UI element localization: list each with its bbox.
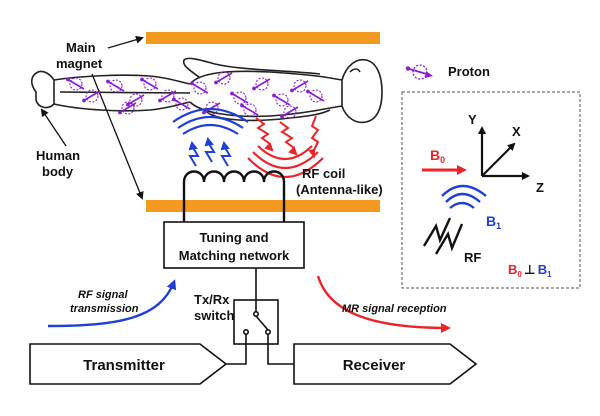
proton-glyph xyxy=(126,93,145,107)
proton-glyph xyxy=(240,103,259,117)
rf-transmit-zigzags xyxy=(188,136,232,167)
main-magnet-pointer-top xyxy=(107,35,144,49)
human-body-pointer xyxy=(40,108,67,147)
mr-reception-arrow xyxy=(316,275,451,333)
tuning-matching-box xyxy=(163,221,305,269)
receiver-block xyxy=(293,343,478,385)
proton-glyph xyxy=(82,89,101,103)
proton-glyph xyxy=(272,93,291,107)
rf-transmission-label-line1: RF signal xyxy=(78,289,128,301)
axis-x-label: X xyxy=(512,124,521,139)
main-magnet-pointer-bottom xyxy=(91,73,144,200)
tuning-label-line1: Tuning and xyxy=(199,230,268,245)
proton-glyph xyxy=(306,89,325,103)
tuning-label-line2: Matching network xyxy=(179,248,290,263)
switch-to-transmitter-line xyxy=(226,344,247,365)
txrx-switch-symbol xyxy=(243,300,271,344)
switch-to-receiver-line xyxy=(267,344,294,365)
inset-box xyxy=(401,91,581,289)
main-magnet-bottom xyxy=(146,200,380,212)
human-body-label-line2: body xyxy=(42,164,74,179)
txrx-label-line1: Tx/Rx xyxy=(194,292,230,307)
proton-glyph xyxy=(214,71,233,85)
rf-coil xyxy=(182,170,286,222)
rf-inset-label: RF xyxy=(464,250,481,265)
proton-glyph xyxy=(140,77,159,91)
rf-inset-zigzag xyxy=(422,217,464,255)
transmitter-label: Transmitter xyxy=(83,357,165,374)
rf-reception-waves xyxy=(247,145,324,179)
proton-glyph xyxy=(280,105,299,119)
proton-glyph xyxy=(290,79,309,93)
proton-legend-label: Proton xyxy=(448,64,490,79)
rf-coil-label-line2: (Antenna-like) xyxy=(296,182,383,197)
b1-waves xyxy=(441,184,487,209)
proton-glyph xyxy=(118,101,137,115)
main-magnet-label-line2: magnet xyxy=(56,56,103,71)
receiver-label: Receiver xyxy=(343,357,406,374)
proton-legend xyxy=(405,64,433,80)
rf-transmission-label-line2: transmission xyxy=(70,303,139,315)
axis-y-label: Y xyxy=(468,112,477,127)
rf-reception-zigzags xyxy=(255,115,320,159)
perpendicular-relation: B0⊥B1 xyxy=(508,262,552,279)
axis-z-label: Z xyxy=(536,180,544,195)
mr-reception-label: MR signal reception xyxy=(342,303,447,315)
rf-transmit-waves xyxy=(172,107,249,135)
human-body-label-line1: Human xyxy=(36,148,80,163)
main-magnet-top xyxy=(146,32,380,44)
protons xyxy=(66,71,325,119)
proton-glyph xyxy=(158,89,177,103)
txrx-label-line2: switch xyxy=(194,308,235,323)
rf-coil-label-line1: RF coil xyxy=(302,166,345,181)
b1-label: B1 xyxy=(486,213,501,231)
rf-transmission-arrow xyxy=(47,279,177,328)
inset-axes xyxy=(478,126,530,180)
proton-glyph xyxy=(172,97,191,111)
transmitter-block xyxy=(29,343,228,385)
proton-glyph xyxy=(66,77,85,91)
proton-glyph xyxy=(106,79,125,93)
proton-glyph xyxy=(252,77,271,91)
proton-glyph xyxy=(190,81,209,95)
b0-label: B0 xyxy=(430,147,445,165)
main-magnet-label-line1: Main xyxy=(66,40,96,55)
txrx-switch-box xyxy=(233,299,279,345)
proton-glyph xyxy=(230,91,249,105)
